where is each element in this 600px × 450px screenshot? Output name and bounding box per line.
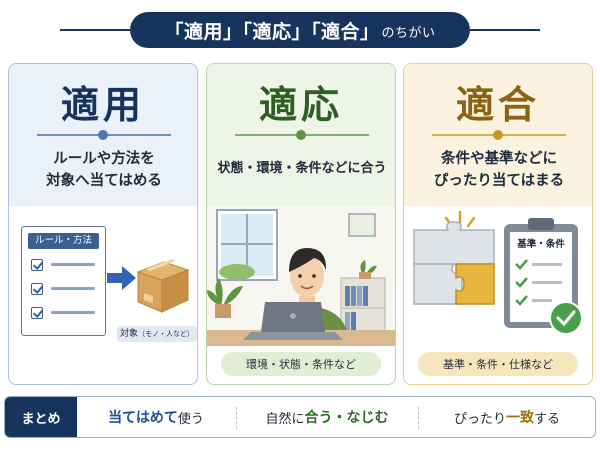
- card-description-line: ぴったり当てはまる: [433, 173, 565, 189]
- card-description: ルールや方法を 対象へ当てはめる: [15, 148, 193, 192]
- title-line-right: [470, 29, 540, 31]
- checkmark-badge-icon: [549, 301, 583, 335]
- summary-bar: まとめ 当てはめて使う 自然に合う・なじむ ぴったり一致する: [4, 396, 596, 438]
- summary-divider: [236, 407, 237, 429]
- summary-emphasis: 一致: [506, 410, 534, 426]
- cardboard-box-icon: [136, 259, 190, 313]
- card-description-line: 対象へ当てはめる: [46, 173, 162, 189]
- card-divider: [235, 130, 369, 140]
- object-label-note: （モノ・人など）: [138, 330, 194, 338]
- page-title-main: 「適用」「適応」「適合」: [164, 20, 380, 43]
- card-description: 条件や基準などに ぴったり当てはまる: [410, 148, 588, 192]
- page-title-suffix: のちがい: [381, 26, 436, 41]
- summary-text: 自然に: [265, 411, 305, 427]
- card-label: 基準・条件・仕様など: [418, 352, 578, 376]
- card-tekigou: 適合 条件や基準などに ぴったり当てはまる 基準・条件 基準・: [403, 63, 593, 385]
- checklist-row: [31, 283, 101, 297]
- card-tekiou: 適応 状態・環境・条件などに合う: [206, 63, 396, 385]
- arrow-right-icon: [107, 273, 123, 283]
- window-icon: [216, 209, 278, 281]
- summary-emphasis: 合う・なじむ: [304, 410, 389, 426]
- page-title: 「適用」「適応」「適合」のちがい: [130, 12, 470, 48]
- puzzle-icon: [413, 210, 583, 335]
- card-description-line: ルールや方法を: [53, 151, 155, 167]
- checklist-row: [31, 259, 101, 273]
- object-label-main: 対象: [119, 329, 138, 339]
- summary-item-tekigou: ぴったり一致する: [419, 397, 595, 437]
- object-label: 対象（モノ・人など）: [117, 326, 197, 342]
- summary-tag: まとめ: [5, 397, 77, 437]
- card-label: 環境・状態・条件など: [221, 352, 381, 376]
- summary-text: 使う: [177, 411, 204, 427]
- clipboard-label: 基準・条件: [517, 239, 565, 250]
- card-description: 状態・環境・条件などに合う: [213, 158, 391, 180]
- summary-emphasis: 当てはめて: [108, 410, 178, 426]
- summary-text: する: [534, 411, 561, 427]
- card-title: 適合: [455, 83, 540, 127]
- clipboard-icon: [504, 218, 578, 328]
- card-title: 適応: [258, 83, 343, 127]
- summary-text: ぴったり: [453, 411, 506, 427]
- summary-item-tekiyou: 当てはめて使う: [77, 397, 235, 437]
- card-description-line: 条件や基準などに: [441, 151, 557, 167]
- summary-item-tekiou: 自然に合う・なじむ: [237, 397, 417, 437]
- person-laptop-icon: [207, 206, 395, 346]
- card-tekiyou: 適用 ルールや方法を 対象へ当てはめる ルール・方法 対象（モノ・人など）: [8, 63, 198, 385]
- card-divider: [37, 130, 171, 140]
- checklist-icon: ルール・方法: [21, 226, 106, 336]
- arrow-right-icon-head: [122, 266, 136, 290]
- card-description-line: 状態・環境・条件などに合う: [217, 161, 387, 176]
- title-line-left: [60, 29, 130, 31]
- illustration-apply: ルール・方法 対象（モノ・人など）: [9, 206, 197, 346]
- checklist-row: [31, 307, 101, 321]
- card-title: 適用: [60, 83, 145, 127]
- summary-divider: [418, 407, 419, 429]
- checklist-label: ルール・方法: [28, 233, 99, 249]
- card-divider: [432, 130, 566, 140]
